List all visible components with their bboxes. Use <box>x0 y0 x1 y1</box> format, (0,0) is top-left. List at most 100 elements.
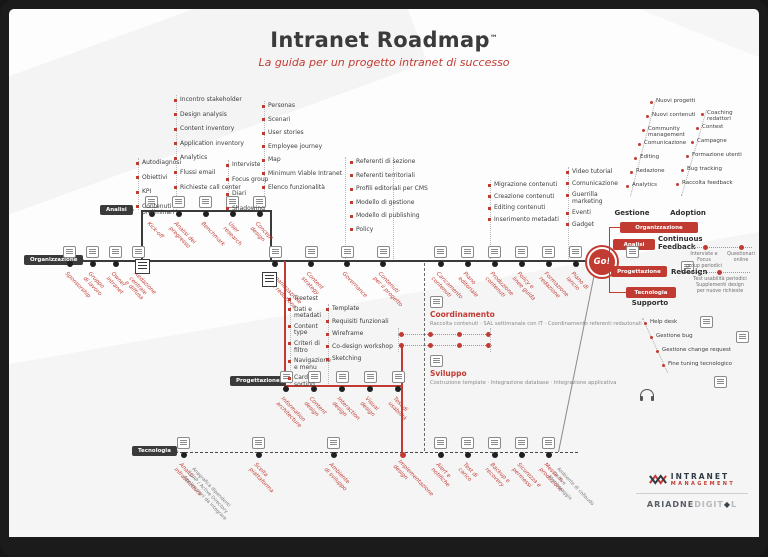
list-item: Interviste <box>226 161 268 169</box>
station-dot <box>148 211 155 217</box>
list-item: Dati e metadati <box>288 306 331 320</box>
station: Caricamento contenuti <box>427 246 463 300</box>
station-icon <box>177 437 190 449</box>
bullet-icon <box>262 186 265 190</box>
bullet-icon <box>566 223 569 227</box>
list-item: Inserimento metadati <box>488 216 559 224</box>
station: Content design <box>300 371 328 418</box>
zipper-dot <box>399 332 404 337</box>
station-icon <box>63 246 76 258</box>
station: Test di usabilità <box>384 371 412 422</box>
bullet-icon <box>656 349 659 353</box>
station-dot <box>255 452 262 458</box>
list-item: Policy <box>350 226 428 234</box>
list-item: Scenari <box>262 116 342 124</box>
station-dot <box>545 261 552 267</box>
usability-test-caption: Test usabilità periodici Supplementi des… <box>693 277 747 294</box>
bullet-icon <box>696 126 699 130</box>
sviluppo-section: Sviluppo Costruzione template · Integraz… <box>430 355 690 386</box>
zipper-dot <box>399 343 404 348</box>
list-item: Shadowing <box>226 205 268 213</box>
station-label: Backup e recovery <box>483 462 511 489</box>
bullet-icon <box>226 192 229 196</box>
station-label: Ambiente di sviluppo <box>322 462 350 493</box>
station: Contenuti per il progetto <box>365 246 404 308</box>
station-icon <box>461 437 474 449</box>
station-dot <box>175 211 182 217</box>
bullet-icon <box>488 195 491 199</box>
bullet-icon <box>350 214 353 218</box>
station-label: Contenuti per il progetto <box>371 271 404 309</box>
bullet-icon <box>626 184 629 188</box>
bullet-icon <box>350 187 353 191</box>
station-dot <box>283 386 289 392</box>
list-item: Raccolta feedback <box>676 180 742 195</box>
bullet-icon <box>174 171 177 175</box>
dotted-connector <box>328 304 329 384</box>
list-item: Nuovi progetti <box>650 98 696 113</box>
sviluppo-subtitle: Costruzione template · Integrazione data… <box>430 380 617 386</box>
station: Organizzazione della redazione <box>257 246 302 310</box>
list-item: Minimum Viable Intranet <box>262 170 342 178</box>
station: Interaction design <box>328 371 361 422</box>
station-icon <box>253 196 266 208</box>
online-survey-icon <box>736 331 749 343</box>
list-item: Referenti territoriali <box>350 172 428 180</box>
station-icon <box>376 246 390 258</box>
list-item: Modello di gestione <box>350 199 428 207</box>
list-item: Gestione bug <box>650 333 732 348</box>
list-item: Navigazione e menu <box>288 357 331 371</box>
station: User research <box>219 196 246 247</box>
station-label: Test di usabilità <box>386 396 409 422</box>
station-icon <box>268 246 282 258</box>
list-item: Diari <box>226 191 268 198</box>
pill-organizzazione: Organizzazione <box>24 255 85 265</box>
bullet-icon <box>326 320 329 324</box>
station-label: Implementazione design <box>391 459 434 498</box>
list-item: KPI <box>136 189 181 196</box>
bullet-icon <box>136 176 139 180</box>
hub-connector <box>609 292 627 293</box>
intranet-logo-text: INTRANET <box>670 472 730 481</box>
pill-analisi: Analisi <box>100 205 134 215</box>
station-icon <box>226 196 239 208</box>
station-dot <box>89 261 96 267</box>
station-icon <box>86 246 99 258</box>
supporto-label: Supporto <box>631 299 669 307</box>
station-label: Alert e notifiche <box>429 462 452 489</box>
list-item: Analytics <box>626 182 696 197</box>
station: Analisi infrastruttura Anagrafica dipend… <box>146 437 230 522</box>
bullet-icon <box>262 131 265 135</box>
ariadne-digital-logo: ARIADNEDIGIT◆L <box>634 500 750 509</box>
bullet-icon <box>701 112 704 116</box>
list-item: Bug tracking <box>681 166 742 181</box>
bullet-icon <box>326 307 329 311</box>
bullet-icon <box>676 182 679 186</box>
station-dot <box>330 452 337 458</box>
bullet-icon <box>638 142 641 146</box>
list-item: Focus group <box>226 176 268 184</box>
list-item: Fine tuning tecnologico <box>662 361 732 376</box>
station-dot <box>66 261 73 267</box>
station-label: Content design <box>302 396 328 418</box>
tecnologia-red-station: Implementazione design <box>389 434 434 498</box>
dotted-connector <box>345 157 346 259</box>
ariadne-logo-text: ARIADNE <box>646 500 695 509</box>
sviluppo-icon <box>430 355 443 367</box>
bullet-icon <box>326 332 329 336</box>
station-icon <box>363 371 377 383</box>
list-item: Requisiti funzionali <box>326 318 393 326</box>
bullet-icon <box>566 193 569 197</box>
station-icon <box>199 196 212 208</box>
bullet-icon <box>681 168 684 172</box>
station-dot <box>572 261 579 267</box>
management-logo-text: MANAGEMENT <box>670 481 736 487</box>
list-item: Referenti di sezione <box>350 158 428 166</box>
station-dot <box>464 452 471 458</box>
station-dot <box>311 386 317 392</box>
list-item: Contenuti preliminari <box>136 203 181 217</box>
